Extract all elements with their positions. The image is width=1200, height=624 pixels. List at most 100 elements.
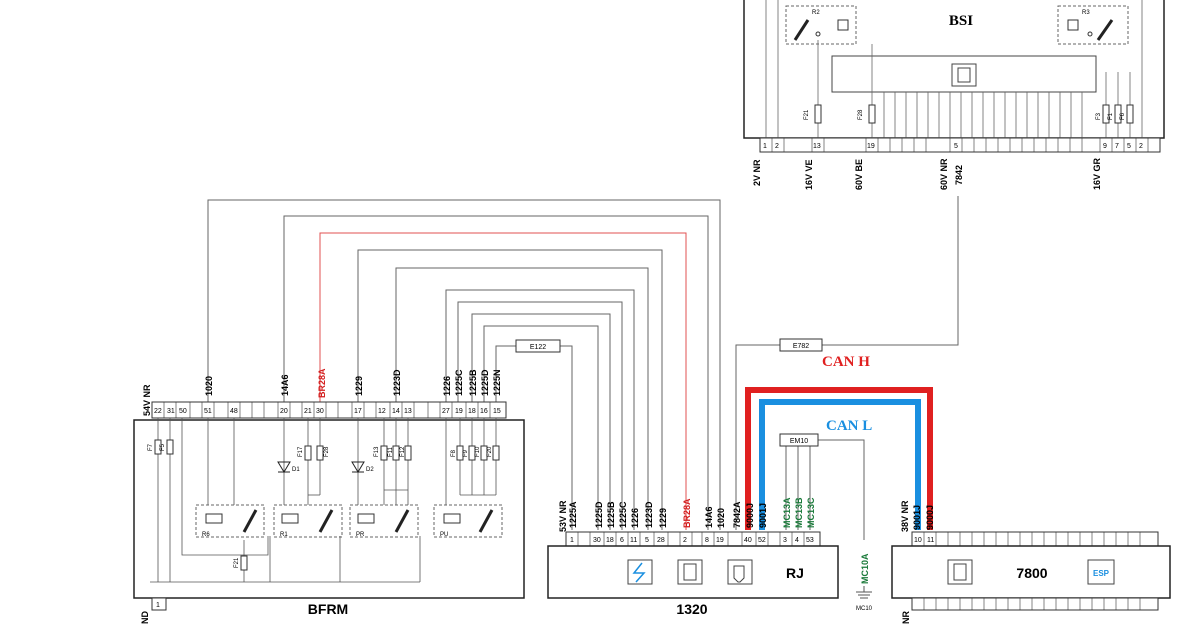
bsi-pin-1: 2 — [775, 143, 779, 150]
m1320-pin-3: 6 — [620, 537, 624, 544]
bfrm-pin-5: 20 — [280, 408, 288, 415]
bfrm-relay-3: PU — [440, 532, 448, 538]
can-h-wire — [745, 387, 933, 530]
bfrm-pin-12: 27 — [442, 408, 450, 415]
m1320-title: 1320 — [676, 601, 707, 617]
m7800-wire-2: 9000J — [925, 505, 935, 530]
red-wire-br28a — [319, 232, 687, 530]
m1320-wire-14: MC13A — [782, 497, 792, 528]
bfrm-pin-1: 31 — [167, 408, 175, 415]
m7800-bottom-wire: NR — [901, 611, 911, 624]
m1320-wire-12: 9000J — [745, 503, 755, 528]
m1320-pin-12: 3 — [783, 537, 787, 544]
can-l-wire — [759, 399, 921, 530]
bsi-wire-2: 60V BE — [854, 159, 864, 190]
bsi-pin-2: 13 — [813, 143, 821, 150]
bfrm-wire-9: 1225N — [492, 369, 502, 396]
injector-icon — [733, 565, 745, 583]
ecu-7800-module: 38V NR 9001J 9000J 10 11 7800 ESP — [891, 500, 1171, 624]
m1320-pin-10: 40 — [744, 537, 752, 544]
svg-text:E782: E782 — [793, 343, 809, 350]
m1320-wire-7: 1229 — [658, 508, 668, 528]
bfrm-diode-1: D2 — [366, 467, 374, 473]
bfrm-relay-0: R6 — [202, 532, 210, 538]
bfrm-fuse-3: F28 — [324, 446, 330, 457]
bfrm-pin-13: 19 — [455, 408, 463, 415]
bfrm-relay-2: PR — [356, 532, 365, 538]
m1320-wire-16: MC13C — [806, 497, 816, 528]
svg-text:MC10: MC10 — [856, 606, 873, 612]
ecu-1320-module: 53V NR 1225A 1225D 1225B 1225C 1226 1223… — [547, 497, 839, 617]
chip-icon — [683, 563, 697, 581]
bsi-pin-4: 5 — [954, 143, 958, 150]
m1320-pin-0: 1 — [570, 537, 574, 544]
m1320-pin-1: 30 — [593, 537, 601, 544]
m1320-pin-11: 52 — [758, 537, 766, 544]
m1320-wire-8: BR28A — [682, 498, 692, 528]
bfrm-fuse-10: F20 — [487, 446, 493, 457]
bsi-wire-1: 16V VE — [804, 159, 814, 190]
bfrm-pin-4: 48 — [230, 408, 238, 415]
bfrm-fuse-6: F12 — [400, 446, 406, 457]
m1320-pin-9: 19 — [716, 537, 724, 544]
svg-text:EM10: EM10 — [790, 438, 808, 445]
bfrm-fuse-0: F7 — [148, 443, 154, 451]
can-h-label: CAN H — [822, 354, 870, 370]
bfrm-wire-7: 1225B — [468, 369, 478, 396]
electric-icon — [632, 562, 646, 583]
bfrm-fuse-4: F13 — [374, 446, 380, 457]
bfrm-fuse-2: F17 — [298, 446, 304, 457]
bfrm-wire-2: BR28A — [317, 368, 327, 398]
bsi-pin-8: 2 — [1139, 143, 1143, 150]
bfrm-top-label: 54V NR — [142, 384, 152, 416]
m1320-pin-13: 4 — [795, 537, 799, 544]
m1320-pin-5: 5 — [645, 537, 649, 544]
svg-text:MC10A: MC10A — [860, 553, 870, 584]
bfrm-pin-2: 50 — [179, 408, 187, 415]
can-l-label: CAN L — [826, 418, 872, 434]
bfrm-fuse-8: F9 — [463, 449, 469, 457]
m1320-pin-6: 28 — [657, 537, 665, 544]
m1320-wire-0: 53V NR — [558, 500, 568, 532]
connector-e122: E122 — [515, 339, 561, 353]
bfrm-pin-15: 16 — [480, 408, 488, 415]
bsi-pin-3: 19 — [867, 143, 875, 150]
connector-em10: EM10 — [779, 433, 819, 447]
m1320-wire-5: 1226 — [630, 508, 640, 528]
bfrm-wire-5: 1226 — [442, 376, 452, 396]
bfrm-wire-1: 14A6 — [280, 374, 290, 396]
svg-text:E122: E122 — [530, 344, 546, 351]
m1320-wire-1: 1225A — [568, 501, 578, 528]
bfrm-diode-0: D1 — [292, 467, 300, 473]
bfrm-pin-7: 30 — [316, 408, 324, 415]
bfrm-bottom-pin: 1 — [156, 602, 160, 609]
bsi-fuse-4: F6 — [1120, 112, 1126, 120]
bfrm-pin-9: 12 — [378, 408, 386, 415]
bsi-wire-0: 2V NR — [752, 159, 762, 186]
m1320-wire-2: 1225D — [594, 501, 604, 528]
m7800-pin-1: 11 — [927, 537, 934, 544]
m1320-pin-4: 11 — [630, 537, 637, 544]
bfrm-fuse-7: F8 — [451, 449, 457, 457]
bfrm-wire-3: 1229 — [354, 376, 364, 396]
bfrm-pin-11: 13 — [404, 408, 412, 415]
bsi-fuse-3: F1 — [1108, 112, 1114, 120]
bfrm-fuse-5: F11 — [388, 446, 394, 457]
bfrm-wire-4: 1223D — [392, 369, 402, 396]
m7800-wire-1: 9001J — [912, 505, 922, 530]
bfrm-fuse-1: F5 — [160, 443, 166, 451]
bsi-fuse-1: F28 — [858, 109, 864, 120]
bsi-wire-3: 60V NR — [939, 158, 949, 190]
bsi-pin-6: 7 — [1115, 143, 1119, 150]
bsi-fuse-2: F3 — [1096, 112, 1102, 120]
bsi-title: BSI — [949, 13, 973, 29]
bfrm-pin-3: 51 — [204, 408, 212, 415]
bfrm-fuse-11: F21 — [234, 557, 240, 568]
m1320-wire-4: 1225C — [618, 501, 628, 528]
bsi-pin-0: 1 — [763, 143, 767, 150]
bsi-wire-4: 7842 — [954, 165, 964, 185]
bsi-module: BSI R2 R3 — [743, 0, 1165, 190]
m7800-pin-0: 10 — [914, 537, 922, 544]
